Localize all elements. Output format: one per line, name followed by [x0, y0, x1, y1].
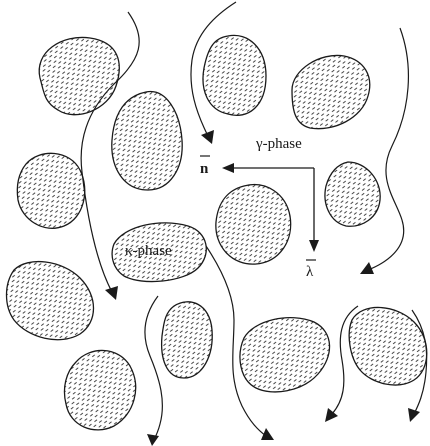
particle-7 [325, 162, 380, 226]
particle-12 [240, 318, 330, 392]
flow-arrowhead-6 [325, 408, 338, 422]
particle-4 [292, 55, 370, 128]
particle-2 [112, 92, 182, 190]
normal-vector-arrowhead [222, 163, 234, 173]
flow-arrowhead-5 [147, 434, 159, 446]
lambda-vector-label: λ [306, 264, 314, 280]
particle-13 [349, 307, 427, 385]
particle-11 [162, 302, 213, 378]
particle-5 [17, 153, 84, 228]
kappa-particles [7, 35, 427, 429]
particle-1 [39, 37, 119, 114]
flow-line-3 [368, 28, 408, 270]
flow-arrowhead-1 [105, 286, 118, 300]
particle-6 [216, 185, 291, 265]
lambda-vector-arrowhead [309, 240, 319, 252]
kappa-phase-label: κ-phase [125, 243, 172, 259]
particle-9 [7, 262, 94, 340]
particle-3 [203, 35, 266, 115]
normal-vector-label: n [200, 161, 209, 177]
flow-arrowhead-7 [408, 408, 420, 422]
particle-10 [64, 350, 135, 429]
gamma-phase-label: γ-phase [255, 136, 302, 152]
flow-arrowhead-2 [201, 130, 214, 144]
flow-line-5 [145, 296, 162, 442]
